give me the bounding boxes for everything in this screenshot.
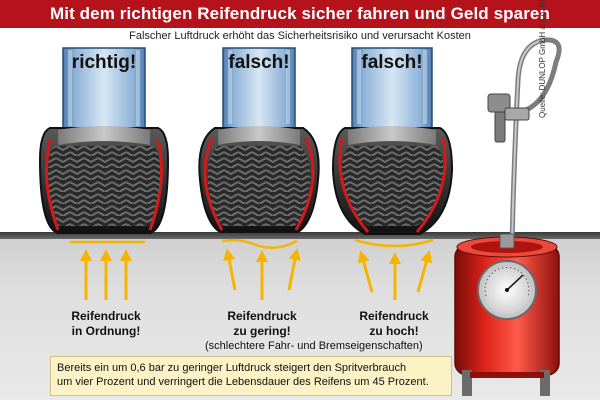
info-box: Bereits ein um 0,6 bar zu geringer Luftd… — [50, 356, 452, 396]
status-correct-line2: in Ordnung! — [71, 324, 141, 338]
source-credit: Quelle: DUNLOP GmbH & Co. KG — [538, 0, 547, 118]
pressure-gauge — [454, 37, 562, 396]
status-low-note: (schlechtere Fahr- und Bremseigenschafte… — [205, 340, 423, 352]
status-low-line1: Reifendruck — [227, 309, 297, 323]
status-high: Reifendruck zu hoch! — [344, 309, 444, 339]
header-banner: Mit dem richtigen Reifendruck sicher fah… — [0, 0, 600, 28]
status-high-line1: Reifendruck — [359, 309, 429, 323]
tire-overinflated — [331, 47, 454, 235]
pressure-arrows-high — [357, 250, 433, 300]
pressure-arrows-correct — [80, 249, 132, 300]
pressure-arrows-low — [223, 248, 301, 300]
status-low-line2: zu gering! — [233, 324, 291, 338]
tire-underinflated — [198, 47, 320, 233]
status-correct-line1: Reifendruck — [71, 309, 141, 323]
page-title: Mit dem richtigen Reifendruck sicher fah… — [50, 4, 550, 23]
status-high-line2: zu hoch! — [369, 324, 419, 338]
status-correct: Reifendruck in Ordnung! — [56, 309, 156, 339]
tire-label-low: falsch! — [228, 52, 290, 73]
tire-label-high: falsch! — [361, 52, 423, 73]
contact-line-low — [221, 238, 298, 249]
info-line-1: Bereits ein um 0,6 bar zu geringer Luftd… — [57, 362, 407, 374]
contact-line-high — [354, 238, 434, 248]
tire-label-correct: richtig! — [71, 52, 137, 73]
status-low: Reifendruck zu gering! — [212, 309, 312, 339]
tire-correct — [38, 47, 170, 234]
info-line-2: um vier Prozent und verringert die Leben… — [57, 376, 429, 388]
subtitle: Falscher Luftdruck erhöht das Sicherheit… — [129, 30, 471, 42]
